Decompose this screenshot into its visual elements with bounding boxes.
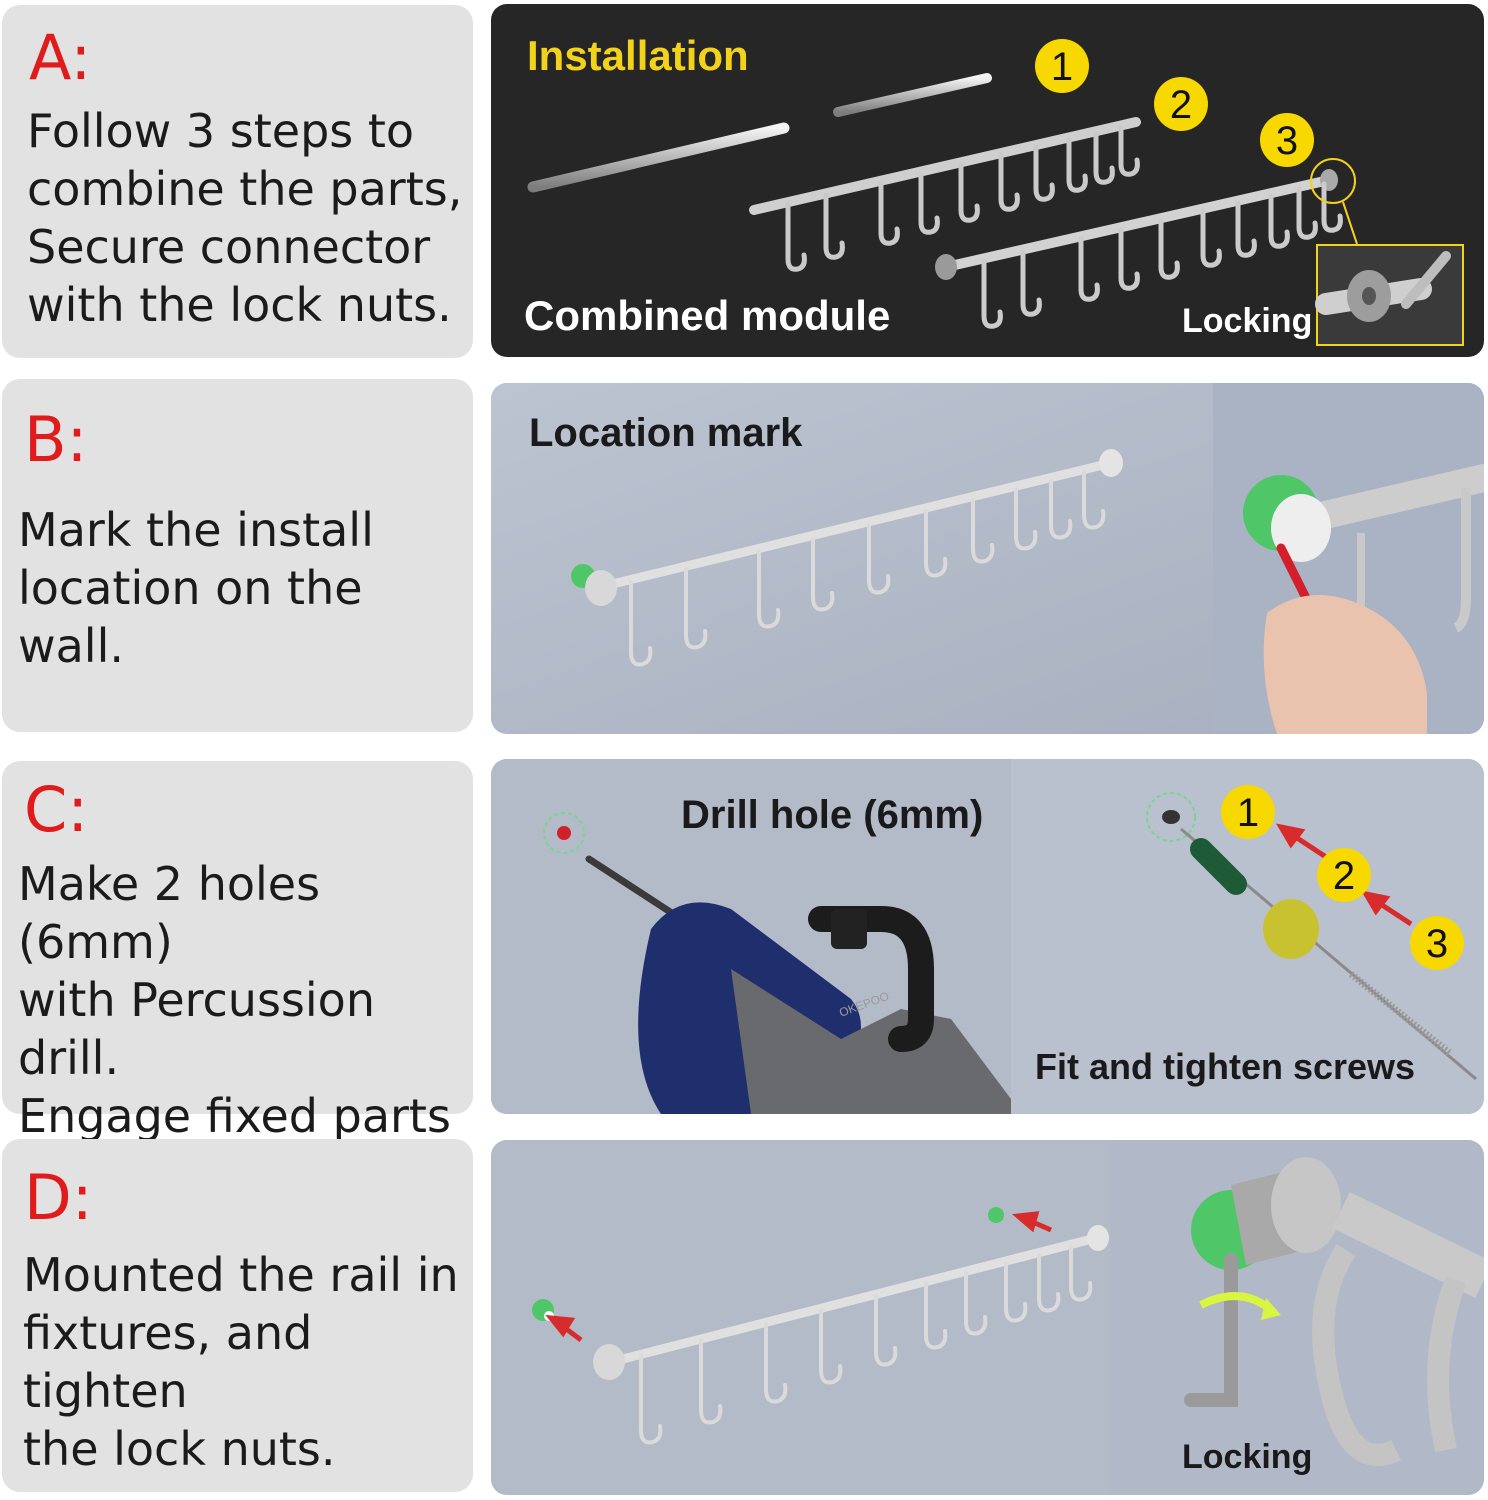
drill-handle xyxy=(808,906,934,1052)
drill-bit xyxy=(585,855,685,923)
installation-title: Installation xyxy=(527,32,749,79)
step-b-card: B: Mark the install location on the wall… xyxy=(2,379,473,732)
fit-tighten-caption: Fit and tighten screws xyxy=(1035,1046,1416,1087)
drill-hole-title: Drill hole (6mm) xyxy=(681,793,984,837)
yellow-fixture xyxy=(1263,899,1319,959)
step-letter-c: C: xyxy=(24,773,89,846)
screw xyxy=(1348,971,1454,1057)
step-letter-b: B: xyxy=(24,403,88,476)
badge-1: 1 xyxy=(1051,45,1073,89)
step-d-card: D: Mounted the rail in fixtures, and tig… xyxy=(2,1139,473,1492)
mount-arrows xyxy=(545,1211,1052,1342)
lock-highlight-circle xyxy=(1310,158,1356,204)
badge-1: 1 xyxy=(1237,791,1259,835)
step-a-card: A: Follow 3 steps to combine the parts, … xyxy=(2,5,473,358)
drill-mark-dot xyxy=(557,826,571,840)
rail-3 xyxy=(941,175,1334,272)
mount-rail-panel: Locking xyxy=(491,1140,1484,1495)
step-letter-d: D: xyxy=(24,1161,93,1234)
hex-key xyxy=(1184,1253,1238,1407)
hand xyxy=(1263,595,1427,734)
rail-3-end-cap xyxy=(935,254,957,280)
drill-panel: OKEPOO 1 2 3 Drill hole (6mm) Fit and ti… xyxy=(491,759,1484,1114)
loose-rod-1 xyxy=(527,122,790,193)
installation-illustration: 1 2 3 xyxy=(527,39,1464,346)
locking-label-a: Locking xyxy=(1182,302,1313,340)
location-mark-title: Location mark xyxy=(529,411,803,455)
rail-d-hooks xyxy=(639,1245,1093,1445)
step-text-d: Mounted the rail in fixtures, and tighte… xyxy=(23,1248,459,1476)
rail-2 xyxy=(749,117,1141,215)
step-letter-a: A: xyxy=(29,21,92,94)
step-text-b: Mark the install location on the wall. xyxy=(18,503,374,673)
badge-2: 2 xyxy=(1170,83,1192,127)
badge-3: 3 xyxy=(1426,922,1448,966)
installation-panel: 1 2 3 Installation Combined module Locki… xyxy=(491,4,1484,357)
combined-module-label: Combined module xyxy=(524,292,891,339)
rail-3-hooks xyxy=(981,181,1343,329)
badge-2: 2 xyxy=(1333,854,1355,898)
rail-2-hooks xyxy=(785,125,1140,272)
locking-label-d: Locking xyxy=(1182,1438,1313,1476)
location-mark-illustration xyxy=(491,383,1484,734)
wall-anchor xyxy=(1190,838,1247,895)
step-text-a: Follow 3 steps to combine the parts, Sec… xyxy=(27,104,463,332)
drill-illustration: OKEPOO 1 2 3 xyxy=(491,759,1484,1114)
rail-d xyxy=(606,1233,1101,1367)
mount-rail-illustration xyxy=(491,1140,1484,1495)
rail-b-hooks xyxy=(629,471,1106,667)
badge-group-a: 1 2 3 xyxy=(1035,39,1314,167)
badge-3: 3 xyxy=(1276,119,1298,163)
sequence-arrows xyxy=(1276,823,1413,927)
rail-b xyxy=(591,458,1116,593)
anchor-right xyxy=(988,1207,1004,1223)
step-c-card: C: Make 2 holes (6mm) with Percussion dr… xyxy=(2,761,473,1201)
location-mark-panel: Location mark xyxy=(491,383,1484,734)
loose-rod-2 xyxy=(833,73,992,117)
